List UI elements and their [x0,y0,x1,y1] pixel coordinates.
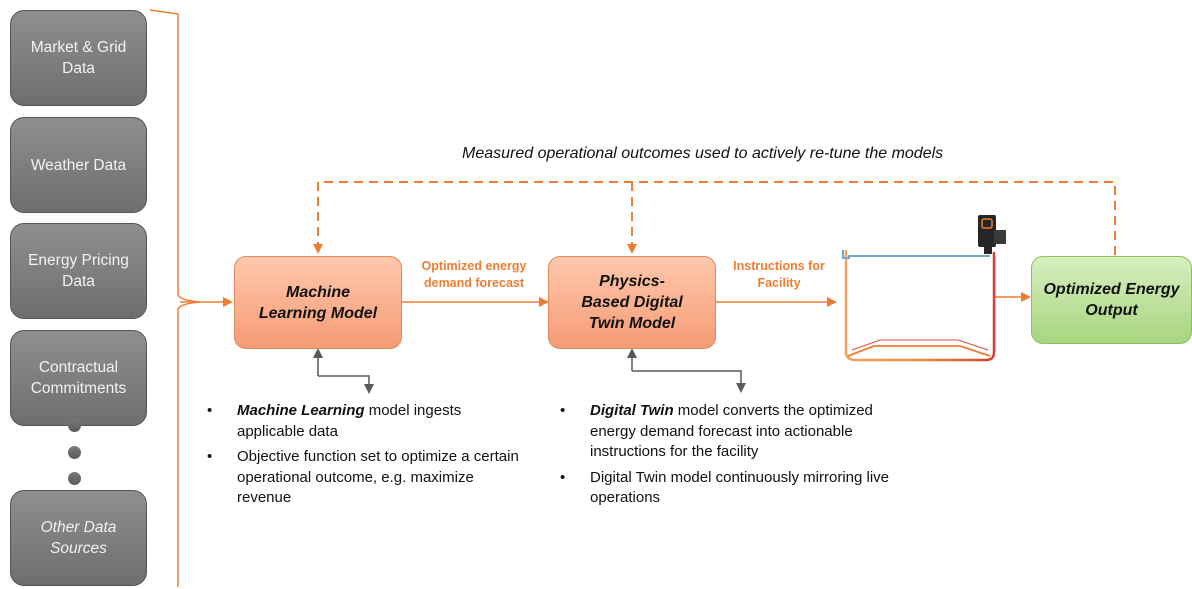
feedback-caption: Measured operational outcomes used to ac… [462,145,944,162]
ml-note-2: •Objective function set to optimize a ce… [207,448,519,506]
twin-note-1: •Digital Twin model converts the optimiz… [560,402,873,460]
instructions-edge-label: Instructions for Facility [733,259,825,290]
ellipsis-dot [68,419,81,432]
source-other: Other Data Sources [10,490,147,586]
source-contractual: Contractual Commitments [10,330,147,426]
ellipsis-dot [68,472,81,485]
ml-model-box: Machine Learning Model [234,256,402,349]
pump-icon [978,215,1006,254]
twin-notes: •Digital Twin model converts the optimiz… [560,401,910,514]
ml-notes-connector [313,348,374,394]
forecast-edge-label: Optimized energy demand forecast [421,259,527,290]
source-energy-pricing: Energy Pricing Data [10,223,147,319]
source-weather: Weather Data [10,117,147,213]
output-box: Optimized Energy Output [1031,256,1192,344]
twin-model-box: Physics-Based Digital Twin Model [548,256,716,349]
twin-note-2: •Digital Twin model continuously mirrori… [560,468,890,507]
source-market-grid: Market & Grid Data [10,10,147,106]
ml-notes: •Machine Learning model ingests applicab… [207,401,532,514]
ml-note-1: •Machine Learning model ingests applicab… [207,402,462,440]
pool-icon [842,250,996,362]
ellipsis-dot [68,446,81,459]
feedback-loop [313,181,1116,255]
twin-notes-connector [627,348,746,393]
sources-brace [149,9,201,587]
